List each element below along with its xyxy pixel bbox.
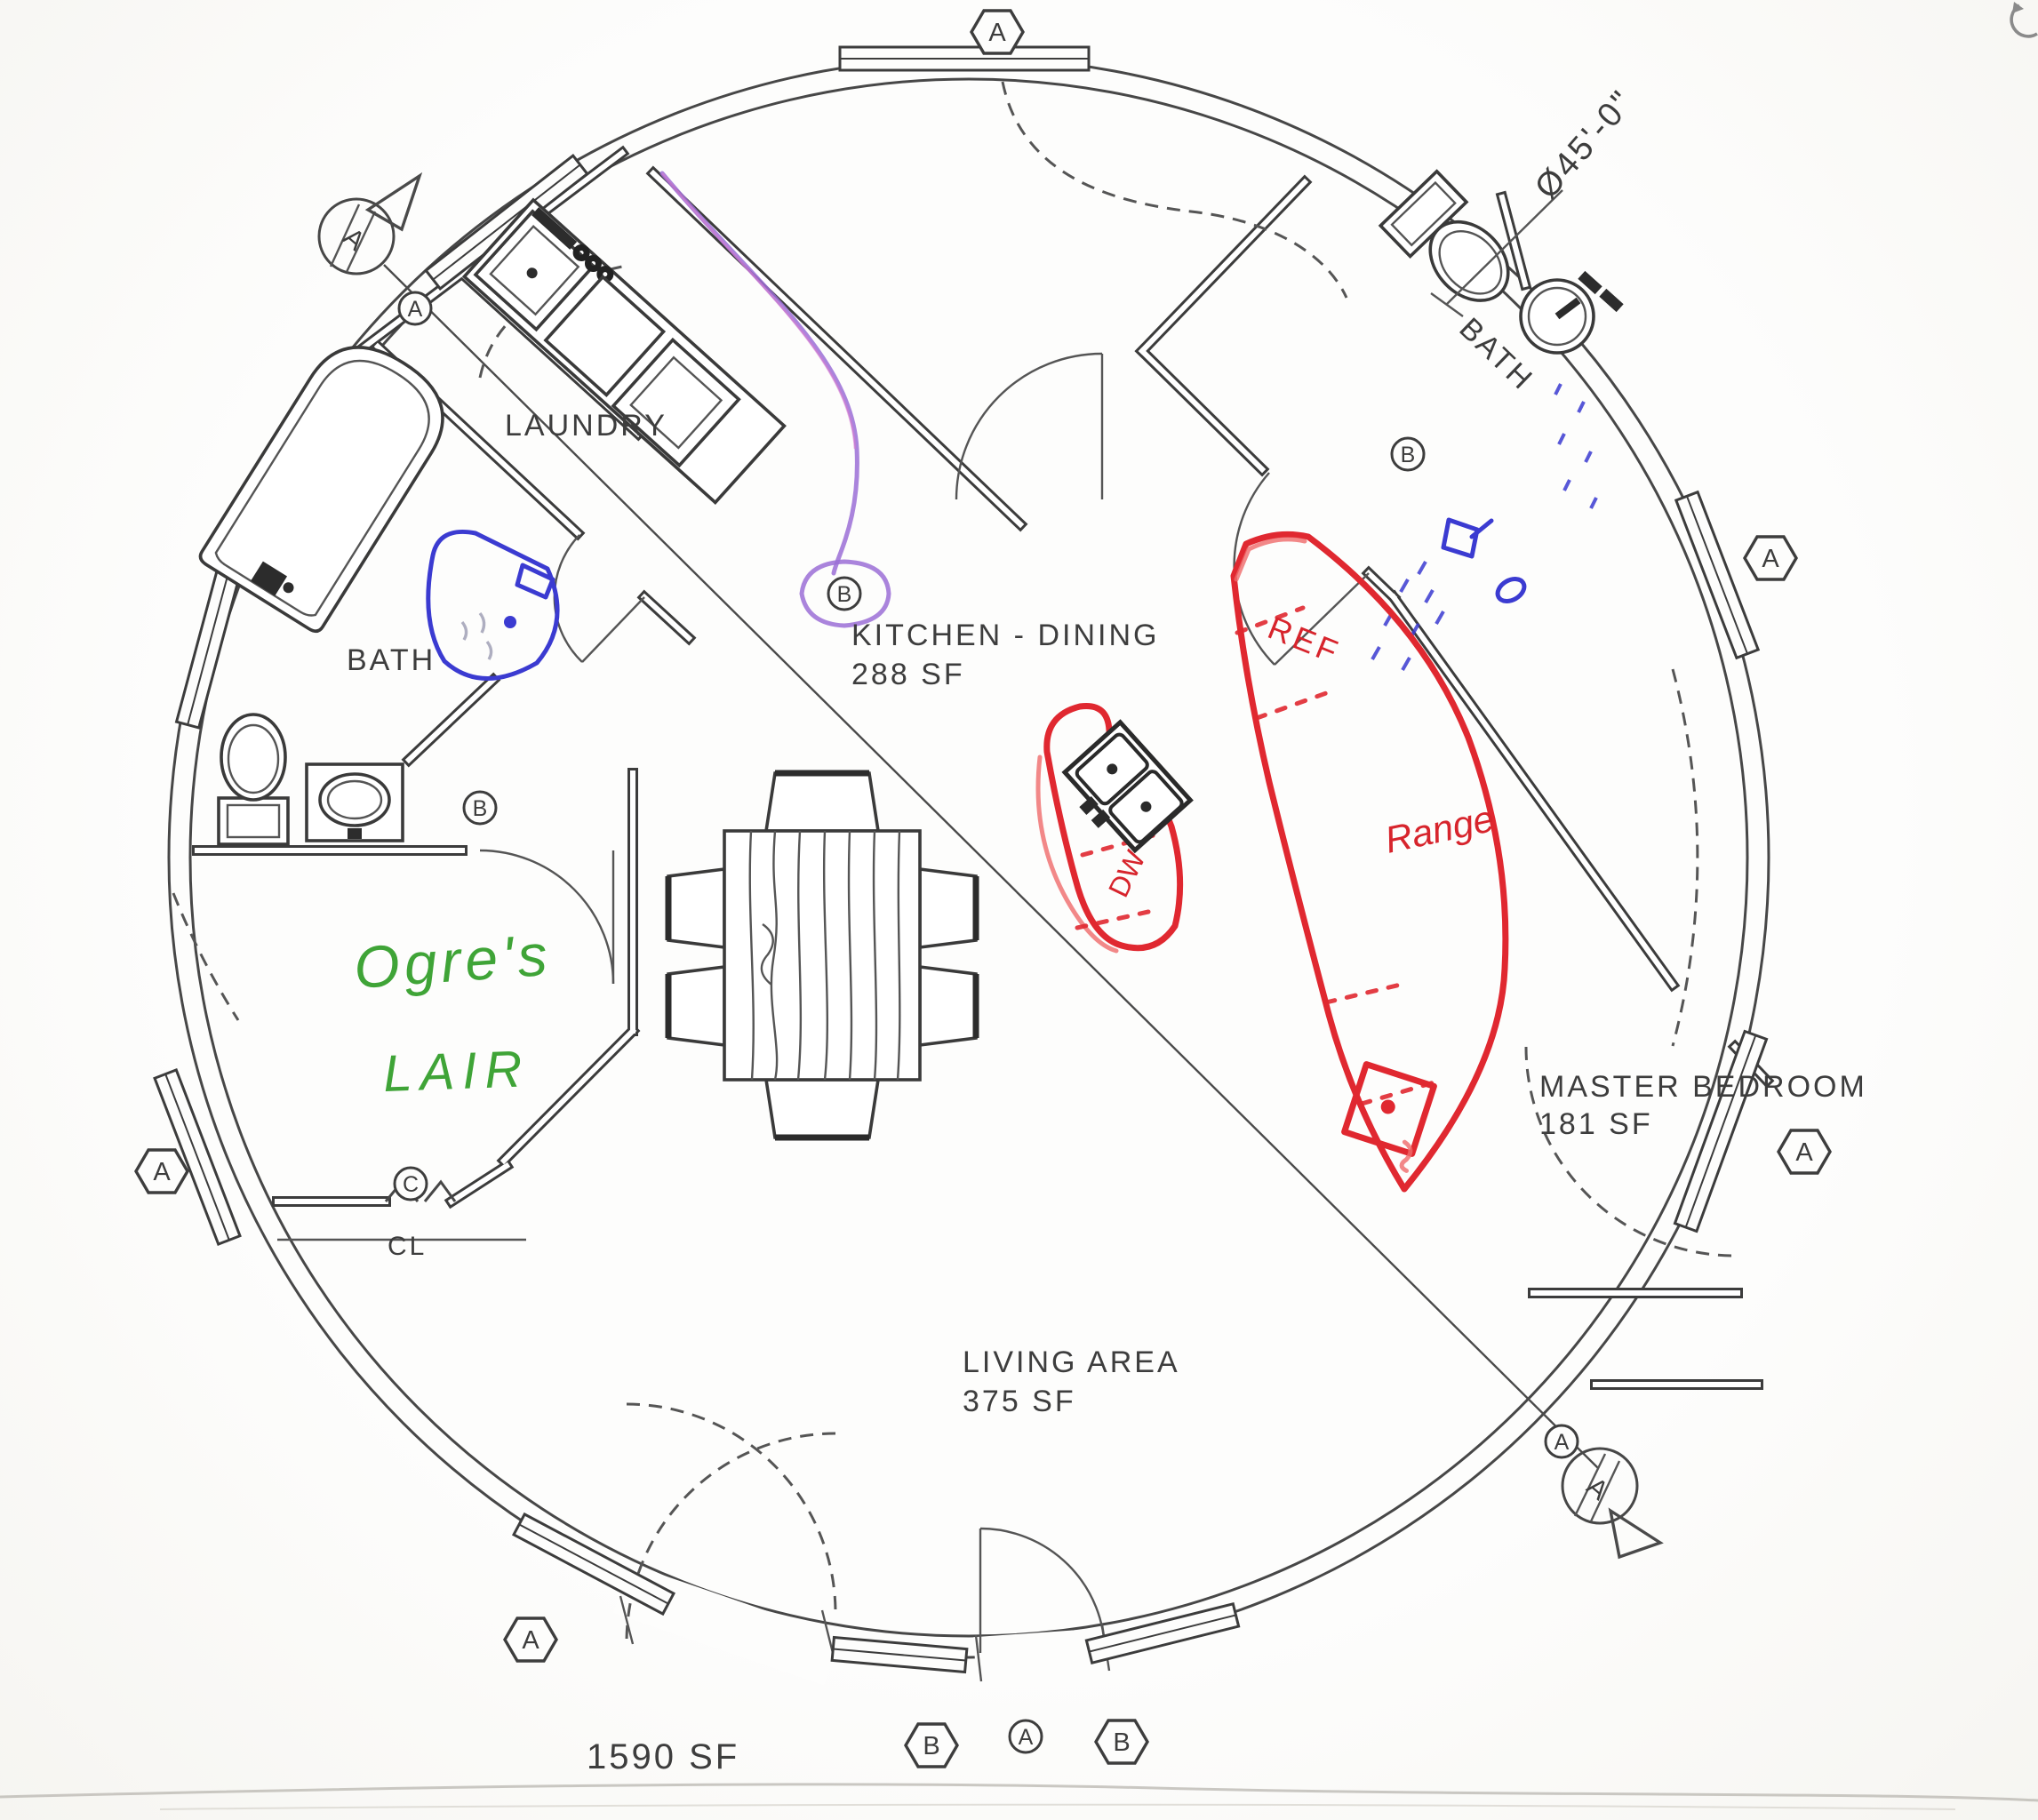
entry-door — [979, 1527, 1107, 1654]
dw-label: DW — [1102, 845, 1152, 902]
svg-text:B: B — [1401, 443, 1416, 467]
refresh-icon[interactable] — [2010, 2, 2038, 38]
dashed-roof-lines — [172, 81, 1699, 1047]
svg-text:A: A — [408, 297, 423, 322]
window-left-lower — [153, 1068, 242, 1246]
svg-text:B: B — [837, 582, 852, 607]
washer — [543, 274, 667, 397]
ref-label: REF — [1263, 609, 1346, 670]
island-double-sink — [1061, 719, 1194, 854]
toilet-right — [1378, 169, 1510, 302]
lair-door — [479, 849, 615, 985]
range-label: Range — [1381, 797, 1498, 861]
living-area-size: 375 SF — [963, 1385, 1076, 1418]
bathtub — [198, 346, 444, 633]
green-line1: Ogre's — [352, 922, 554, 1001]
window-right-upper — [1674, 490, 1761, 660]
circle-marker: A — [397, 291, 433, 326]
kitchen-label: KITCHEN - DINING — [851, 619, 1159, 652]
svg-text:A: A — [153, 1158, 171, 1186]
circle-marker: A — [1008, 1719, 1043, 1754]
svg-text:A: A — [1019, 1725, 1034, 1750]
hex-marker: A — [1777, 1129, 1832, 1175]
svg-text:A: A — [522, 1626, 539, 1655]
kitchen-area: 288 SF — [851, 658, 965, 691]
laundry-faucet — [531, 207, 578, 250]
svg-text:B: B — [473, 796, 488, 821]
bath-left-door — [553, 534, 645, 663]
section-marker-bottom-right: A — [1561, 1447, 1664, 1560]
svg-text:A: A — [1762, 545, 1779, 573]
hex-marker: A — [503, 1616, 558, 1663]
laundry-label: LAUNDRY — [505, 409, 667, 443]
circle-marker: C — [393, 1166, 428, 1201]
table-wood-grain — [748, 830, 901, 1081]
kitchen-counter-red: REF Range — [1230, 531, 1509, 1193]
master-area: 181 SF — [1539, 1107, 1653, 1141]
diameter-text: Ø45'-0" — [1528, 83, 1642, 206]
closet-label: CL — [388, 1232, 427, 1261]
living-label: LIVING AREA — [963, 1345, 1180, 1379]
windows — [153, 45, 1769, 1674]
svg-text:B: B — [1113, 1728, 1130, 1757]
green-line2: LAIR — [382, 1040, 531, 1103]
window-entry-left — [830, 1635, 969, 1674]
section-line — [383, 264, 1599, 1469]
section-letter: A — [1581, 1472, 1614, 1505]
ogres-lair-annotation: Ogre's LAIR — [352, 922, 554, 1103]
door-swings — [478, 265, 1736, 1654]
toilet-left — [217, 713, 290, 846]
hex-marker: A — [970, 9, 1025, 55]
vanity-sink-left — [305, 762, 404, 842]
dryer — [611, 337, 741, 468]
svg-text:A: A — [988, 19, 1006, 47]
svg-text:B: B — [923, 1732, 939, 1760]
round-sink-right — [1519, 270, 1624, 355]
kitchen-island-red: DW — [1035, 702, 1194, 954]
hex-marker: B — [1094, 1719, 1149, 1765]
purple-annotation — [659, 171, 891, 628]
circle-marker: B — [827, 576, 862, 611]
window-top — [838, 45, 1091, 72]
hex-marker: A — [134, 1148, 189, 1194]
window-bottom-left — [511, 1512, 676, 1616]
master-door-arc — [1524, 1046, 1736, 1257]
window-entry-right — [1084, 1602, 1241, 1664]
circle-marker: A — [1544, 1424, 1579, 1459]
shower-spray-blue — [1371, 383, 1598, 671]
dining-table — [665, 770, 979, 1141]
svg-text:A: A — [1795, 1138, 1813, 1167]
patio-door-arcs — [625, 1402, 837, 1643]
master-label: MASTER BEDROOM — [1539, 1070, 1867, 1104]
section-letter: A — [338, 222, 371, 256]
total-area-label: 1590 SF — [587, 1737, 739, 1776]
vanity-faucet — [348, 828, 362, 839]
svg-text:A: A — [1554, 1430, 1570, 1455]
page-edge-line — [0, 1783, 2038, 1810]
bath-left-label: BATH — [347, 643, 436, 677]
tub-faucet — [251, 561, 288, 596]
window-master — [1673, 1029, 1769, 1233]
hex-marker: B — [904, 1722, 959, 1768]
prep-sink-red — [1341, 1061, 1437, 1173]
kitchen-door — [955, 352, 1104, 500]
hex-markers: A A A A A B B — [134, 9, 1832, 1768]
circle-marker: B — [462, 790, 498, 826]
laundry-counter — [461, 197, 787, 506]
svg-text:C: C — [403, 1172, 419, 1197]
circle-marker: B — [1390, 436, 1426, 472]
circle-markers: A B B B C A A — [393, 291, 1579, 1754]
section-marker-top-left: A — [317, 172, 423, 275]
hex-marker: A — [1743, 535, 1798, 581]
shower-sketch-blue — [426, 529, 560, 681]
